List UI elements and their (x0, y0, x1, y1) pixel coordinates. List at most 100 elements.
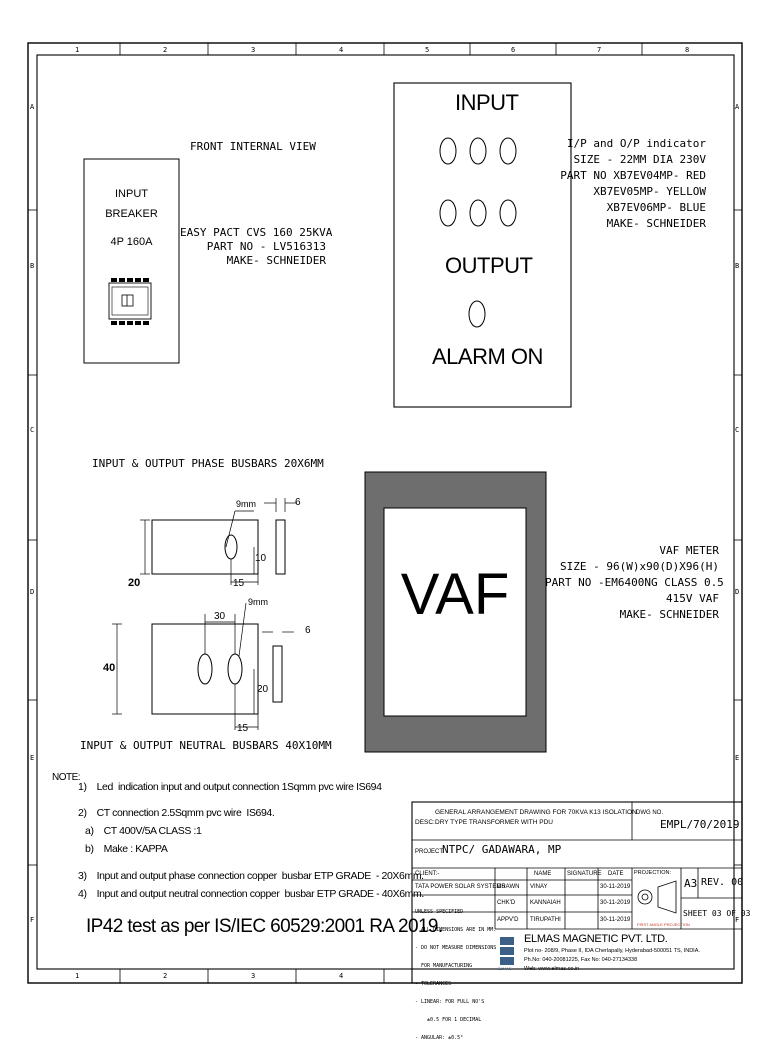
breaker-terminals (111, 278, 149, 325)
phase-busbar-hole (224, 534, 238, 560)
grid-row-label: E (735, 754, 740, 762)
notes-heading: NOTE: (52, 772, 81, 783)
title-block-lines (411, 801, 743, 984)
col-date: DATE (608, 871, 624, 877)
row-role: APPV'D (497, 917, 519, 923)
grid-col-label: 7 (597, 46, 602, 54)
row-role: DRAWN (497, 884, 520, 890)
grid-row-label: E (30, 754, 35, 762)
note-2a: a) CT 400V/5A CLASS :1 (85, 825, 202, 837)
grid-col-label: 2 (163, 46, 168, 54)
col-projection: PROJECTION: (634, 870, 671, 876)
breaker-toggle (121, 294, 134, 307)
dwg-no: EMPL/70/2019 (660, 818, 740, 831)
indicator-spec: I/P and O/P indicator SIZE - 22MM DIA 23… (560, 137, 706, 230)
neutral-hole-dim: 9mm (248, 597, 268, 607)
neutral-height-dim: 40 (103, 662, 116, 674)
phase-hole-dim: 9mm (236, 499, 256, 509)
vaf-meter-display (383, 507, 527, 717)
neutral-thick-dim: 6 (305, 625, 311, 636)
neutral-busbar-side (272, 645, 283, 703)
grid-row-label: C (735, 426, 740, 434)
sheet-size: A3 (684, 877, 698, 890)
phase-busbar-side (275, 519, 286, 575)
company-address: Plot no- 208/9, Phase II, IDA Cherlapall… (524, 948, 700, 972)
row-date: 30-11-2019 (600, 900, 631, 906)
phase-thick-dim: 6 (295, 497, 301, 508)
grid-col-label: 3 (251, 972, 256, 980)
breaker-rating: 4P 160A (110, 236, 153, 248)
row-name: VINAY (530, 884, 548, 890)
phase-offset-dim: 15 (233, 578, 245, 589)
output-label: OUTPUT (445, 253, 533, 278)
grid-row-label: D (30, 588, 35, 596)
client-name: TATA POWER SOLAR SYSTEMS (415, 884, 506, 890)
row-name: KANNAIAH (530, 900, 561, 906)
grid-col-label: 6 (511, 46, 516, 54)
inner-frame (36, 54, 735, 970)
grid-row-label: C (30, 426, 35, 434)
vaf-spec: VAF METER SIZE - 96(W)x90(D)X96(H) PART … (545, 544, 724, 621)
grid-col-label: 4 (339, 972, 344, 980)
breaker-outline (83, 158, 180, 364)
phase-edge-dim: 10 (255, 553, 267, 564)
alarm-label: ALARM ON (432, 344, 543, 369)
indicator-panel (393, 82, 572, 408)
indicator-lamps (439, 137, 517, 328)
desc-label: DESC: (415, 819, 435, 826)
company-logo-mark (500, 937, 514, 965)
grid-col-label: 3 (251, 46, 256, 54)
row-role: CHK'D (497, 900, 516, 906)
grid-row-label: B (30, 262, 35, 270)
company-logo-text: ELMAS (498, 966, 512, 971)
note-2b: b) Make : KAPPA (85, 843, 168, 855)
note-2: 2) CT connection 2.5Sqmm pvc wire IS694. (78, 807, 275, 819)
revision: REV. 00 (701, 877, 744, 888)
neutral-busbar-hole-1 (197, 653, 213, 685)
phase-height-dim: 20 (128, 577, 141, 589)
grid-row-label: B (735, 262, 740, 270)
grid-row-label: A (735, 103, 740, 111)
dwg-no-label: DWG NO. (636, 810, 663, 816)
project-name: NTPC/ GADAWARA, MP (442, 843, 562, 856)
project-label: PROJECT: (415, 849, 445, 855)
projection-symbol (637, 880, 677, 914)
row-name: TIRUPATHI (530, 917, 561, 923)
grid-ticks (28, 43, 742, 983)
grid-col-label: 8 (685, 46, 690, 54)
vaf-display-text: VAF (400, 562, 510, 627)
grid-row-label: D (735, 588, 740, 596)
drawing-linework (27, 42, 743, 984)
tolerance-notes: UNLESS SPECIFIED - ALL DIMENSIONS ARE IN… (415, 909, 497, 1041)
phase-busbar-title: INPUT & OUTPUT PHASE BUSBARS 20X6MM (92, 457, 324, 470)
outer-frame (27, 42, 743, 984)
front-view-title: FRONT INTERNAL VIEW (190, 140, 316, 153)
row-date: 30-11-2019 (600, 884, 631, 890)
grid-row-label: A (30, 103, 35, 111)
projection-caption: FIRST ANGLE PROJECTION (637, 922, 690, 927)
breaker-spec: EASY PACT CVS 160 25KVA PART NO - LV5163… (180, 226, 333, 267)
row-date: 30-11-2019 (600, 917, 631, 923)
sheet-number: SHEET 03 OF 03 (683, 909, 751, 918)
input-label: INPUT (455, 90, 519, 115)
grid-col-label: 4 (339, 46, 344, 54)
ip-statement: IP42 test as per IS/IEC 60529:2001 RA 20… (86, 916, 443, 937)
phase-busbar-plan (151, 519, 259, 575)
neutral-pitch-dim: 30 (214, 611, 226, 622)
note-3: 3) Input and output phase connection cop… (78, 870, 424, 882)
neutral-busbar-title: INPUT & OUTPUT NEUTRAL BUSBARS 40X10MM (80, 739, 332, 752)
col-signature: SIGNATURE (567, 871, 602, 877)
neutral-offset-dim: 15 (237, 723, 249, 734)
neutral-busbar-hole-2 (227, 653, 243, 685)
note-1: 1) Led indication input and output conne… (78, 781, 382, 793)
breaker-label: INPUT BREAKER (105, 188, 158, 220)
grid-row-label: F (735, 916, 740, 924)
breaker-body (108, 282, 152, 320)
grid-col-label: 1 (75, 972, 80, 980)
company-name: ELMAS MAGNETIC PVT. LTD. (524, 933, 668, 945)
neutral-edge-dim: 20 (257, 684, 269, 695)
desc-text: GENERAL ARRANGEMENT DRAWING FOR 70KVA K1… (435, 809, 637, 826)
client-label: CLIENT:- (415, 871, 440, 877)
note-4: 4) Input and output neutral connection c… (78, 888, 424, 900)
grid-row-label: F (30, 916, 35, 924)
